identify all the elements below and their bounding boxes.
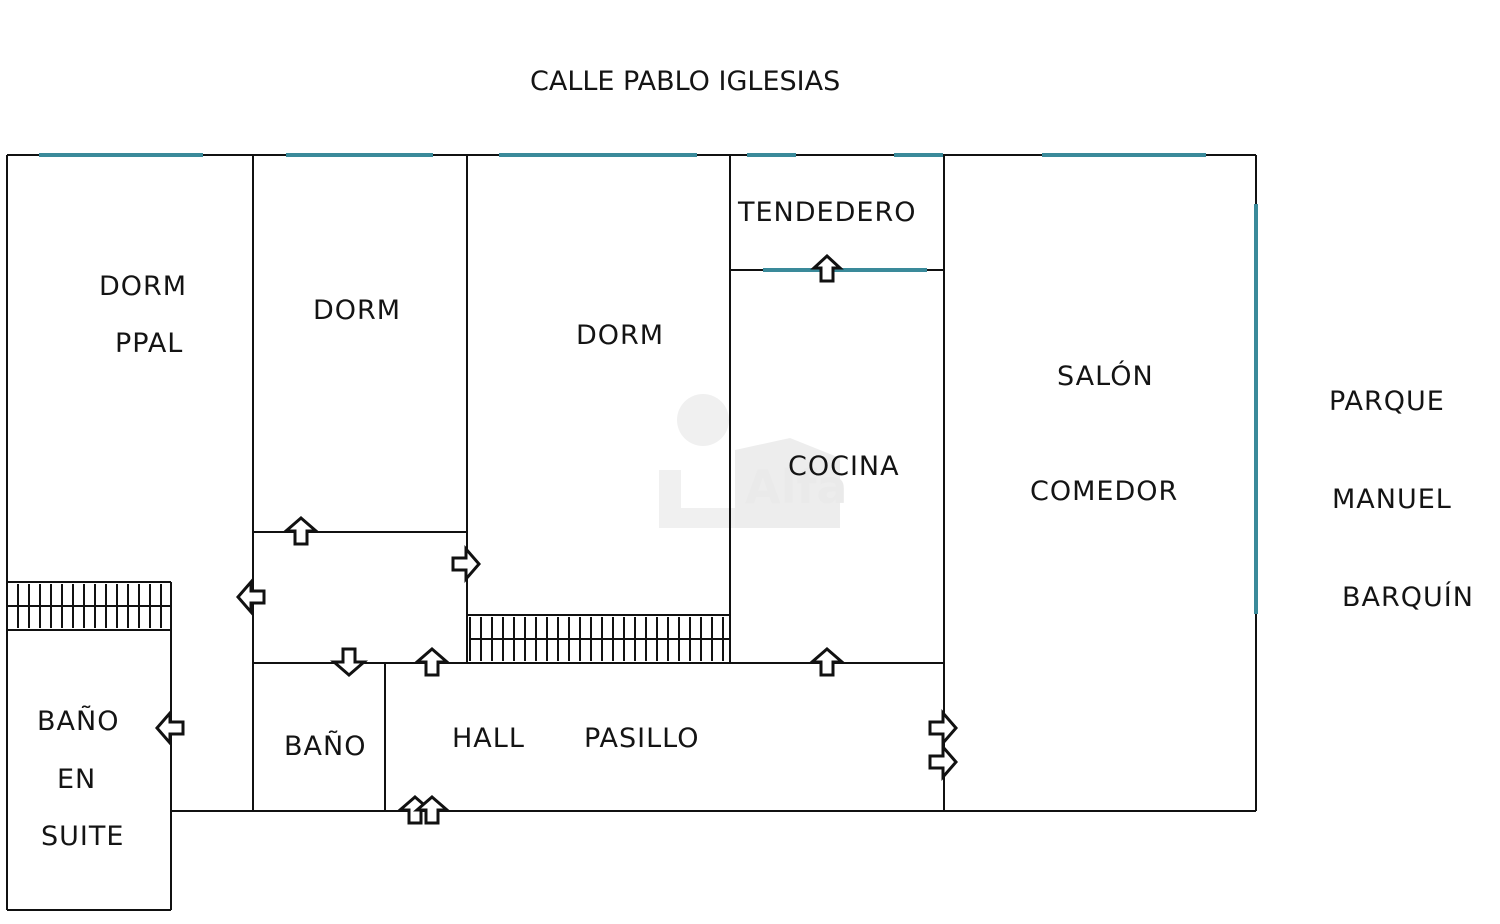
park-label-3: BARQUÍN	[1342, 581, 1474, 613]
arrow-left-icon	[236, 577, 266, 617]
arrow-up-icon	[412, 795, 452, 825]
arrow-up-icon	[807, 647, 847, 677]
room-label-tendedero: TENDEDERO	[737, 197, 916, 228]
door-arrows	[155, 253, 958, 825]
room-label-pasillo: PASILLO	[584, 723, 700, 754]
arrow-down-icon	[329, 647, 369, 677]
room-label-dorm-ppal-2: PPAL	[115, 328, 183, 359]
room-label-comedor: COMEDOR	[1030, 476, 1178, 507]
room-label-bano-suite-3: SUITE	[41, 821, 124, 852]
arrow-right-icon	[451, 544, 481, 584]
arrow-up-icon	[810, 253, 844, 283]
park-label-1: PARQUE	[1329, 386, 1445, 417]
room-label-bano-suite-1: BAÑO	[37, 705, 119, 737]
room-label-salon: SALÓN	[1057, 360, 1154, 392]
walls	[6, 154, 1257, 911]
room-label-hall: HALL	[452, 723, 525, 754]
street-label: CALLE PABLO IGLESIAS	[530, 66, 840, 97]
room-labels: DORM PPAL DORM DORM TENDEDERO COCINA SAL…	[37, 197, 1178, 852]
arrow-right-icon	[928, 708, 958, 748]
park-label-2: MANUEL	[1332, 484, 1452, 515]
room-label-dorm-3: DORM	[576, 320, 664, 351]
watermark-text: Alfa	[745, 460, 847, 514]
room-label-dorm-ppal: DORM	[99, 271, 187, 302]
stair-hatch-hall	[469, 617, 730, 661]
room-label-dorm-2: DORM	[313, 295, 401, 326]
room-label-bano: BAÑO	[284, 730, 366, 762]
arrow-right-icon	[928, 742, 958, 782]
arrow-left-icon	[155, 708, 185, 748]
stair-hatch-suite	[6, 584, 171, 628]
park-label: PARQUE MANUEL BARQUÍN	[1329, 386, 1474, 613]
arrow-up-icon	[412, 647, 452, 677]
room-label-bano-suite-2: EN	[57, 764, 96, 795]
windows	[39, 153, 1258, 614]
room-label-cocina: COCINA	[788, 451, 900, 482]
arrow-up-icon	[281, 516, 321, 546]
watermark-logo: Alfa	[659, 394, 847, 528]
